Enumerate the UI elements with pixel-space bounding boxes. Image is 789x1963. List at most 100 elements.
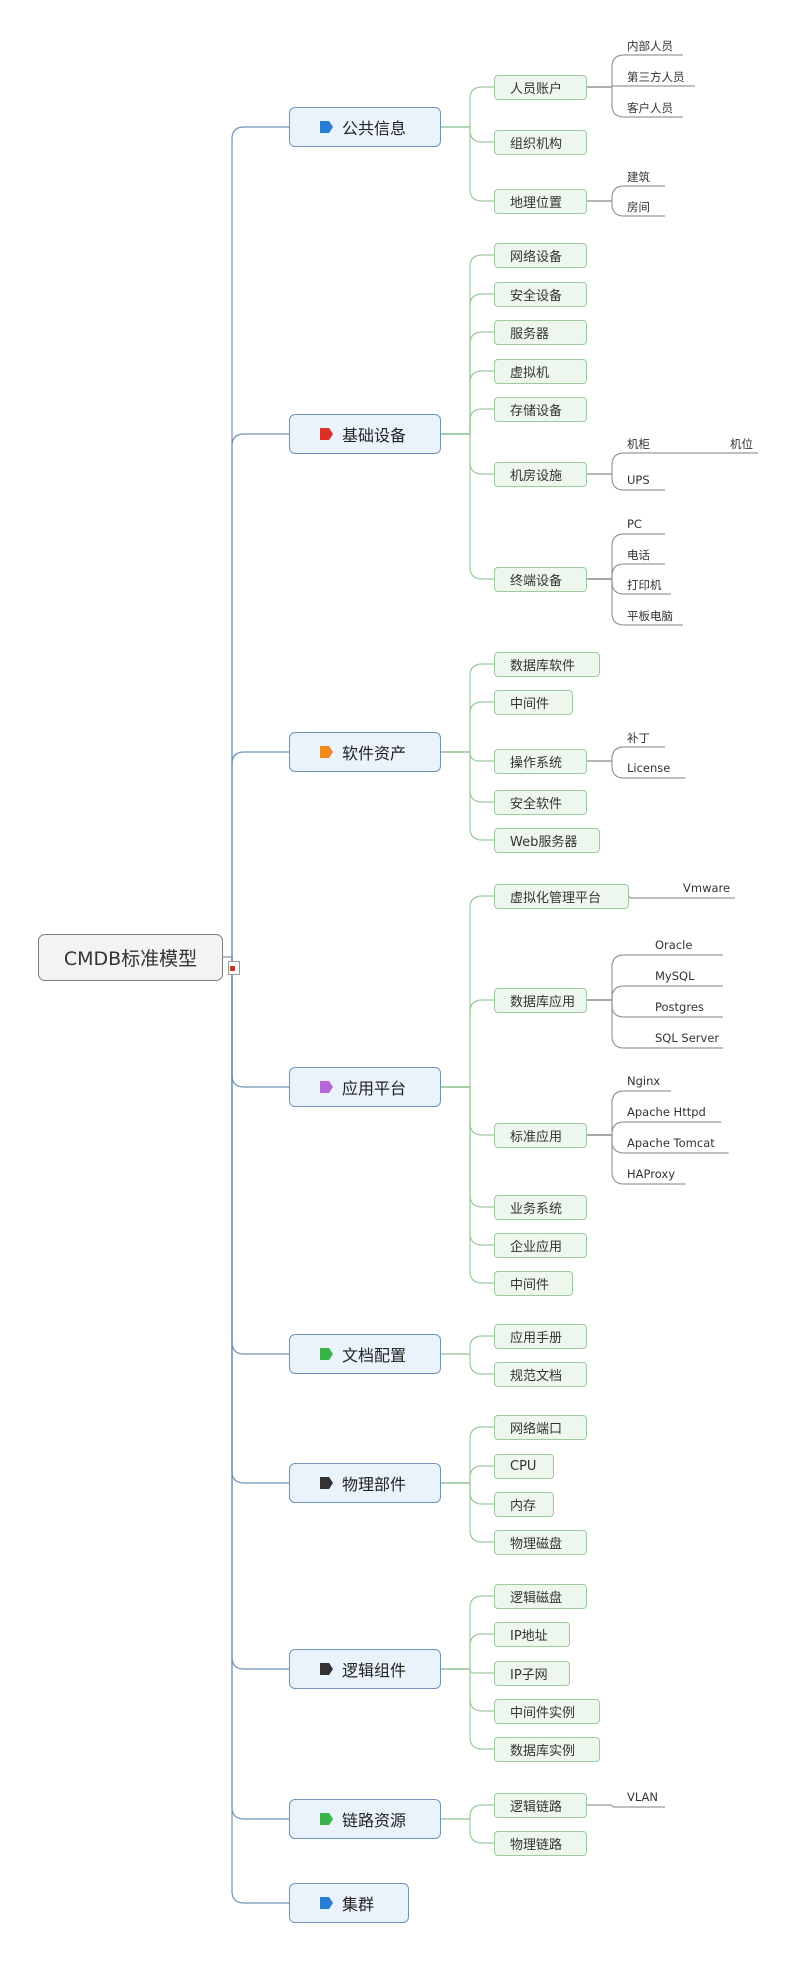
leaf-node[interactable]: 补丁 [627, 731, 650, 745]
sub-connector [469, 1335, 494, 1354]
sub-connector [469, 434, 494, 475]
sub-connector [469, 370, 494, 434]
sub-node[interactable]: 逻辑磁盘 [494, 1583, 587, 1609]
branch-node[interactable]: 逻辑组件 [289, 1649, 441, 1689]
sub-node[interactable]: 中间件实例 [494, 1698, 600, 1724]
sub-connector [469, 1804, 494, 1819]
leaf-node[interactable]: 内部人员 [627, 39, 673, 53]
flag-icon [320, 1081, 333, 1093]
leaf-node[interactable]: Postgres [655, 1000, 704, 1014]
branch-label: 应用平台 [342, 1079, 407, 1098]
leaf-node[interactable]: PC [627, 517, 642, 531]
sub-connector [469, 408, 494, 434]
leaf-node[interactable]: SQL Server [655, 1031, 720, 1045]
branch-connector [231, 126, 289, 957]
sub-node[interactable]: 中间件 [494, 1270, 573, 1296]
sub-connector [469, 701, 494, 752]
sub-node[interactable]: 业务系统 [494, 1194, 587, 1220]
sub-node[interactable]: 虚拟机 [494, 358, 587, 384]
sub-connector [469, 1465, 494, 1483]
sub-node[interactable]: 服务器 [494, 319, 587, 345]
sub-node[interactable]: IP子网 [494, 1660, 570, 1686]
leaf-node[interactable]: UPS [627, 473, 650, 487]
sub-node[interactable]: 物理磁盘 [494, 1529, 587, 1555]
leaf-node[interactable]: Nginx [627, 1074, 661, 1088]
sub-node[interactable]: 物理链路 [494, 1830, 587, 1856]
sub-node[interactable]: 虚拟化管理平台 [494, 883, 629, 909]
sub-connector [469, 1668, 494, 1674]
branch-node[interactable]: 基础设备 [289, 414, 441, 454]
sub-connector [469, 434, 494, 580]
sub-connector [469, 1669, 494, 1712]
sub-connector [469, 1426, 494, 1483]
leaf-node[interactable]: 建筑 [627, 170, 650, 184]
sub-node[interactable]: 标准应用 [494, 1122, 587, 1148]
leaf-connector [611, 579, 625, 595]
sub-node[interactable]: 网络端口 [494, 1414, 587, 1440]
leaf-node[interactable]: 机位 [730, 437, 753, 451]
branch-node[interactable]: 软件资产 [289, 732, 441, 772]
sub-node[interactable]: 规范文档 [494, 1361, 587, 1387]
leaf-node[interactable]: 机柜 [627, 437, 650, 451]
leaf-node[interactable]: MySQL [655, 969, 695, 983]
branch-connector [231, 957, 289, 1904]
leaf-node[interactable]: 平板电脑 [627, 609, 673, 623]
sub-connector [469, 751, 494, 762]
leaf-connector [611, 563, 625, 579]
branch-node[interactable]: 物理部件 [289, 1463, 441, 1503]
sub-node[interactable]: 数据库软件 [494, 651, 600, 677]
sub-node[interactable]: IP地址 [494, 1621, 570, 1647]
sub-connector [469, 1354, 494, 1375]
sub-node[interactable]: 企业应用 [494, 1232, 587, 1258]
sub-node[interactable]: 逻辑链路 [494, 1792, 587, 1818]
sub-node[interactable]: 组织机构 [494, 129, 587, 155]
leaf-node[interactable]: Apache Tomcat [627, 1136, 715, 1150]
sub-node[interactable]: 操作系统 [494, 748, 587, 774]
sub-connector [469, 86, 494, 127]
sub-node[interactable]: 终端设备 [494, 566, 587, 592]
sub-node[interactable]: 数据库实例 [494, 1736, 600, 1762]
sub-node[interactable]: 应用手册 [494, 1323, 587, 1349]
branch-node[interactable]: 应用平台 [289, 1067, 441, 1107]
sub-node[interactable]: 数据库应用 [494, 987, 587, 1013]
leaf-node[interactable]: 房间 [627, 200, 650, 214]
leaf-node[interactable]: 打印机 [627, 578, 662, 592]
leaf-connector [611, 452, 625, 474]
sub-node[interactable]: 中间件 [494, 689, 573, 715]
leaf-connector [611, 185, 625, 201]
branch-node[interactable]: 文档配置 [289, 1334, 441, 1374]
branch-connector [231, 957, 289, 1484]
sub-node[interactable]: 安全软件 [494, 789, 587, 815]
sub-node[interactable]: 安全设备 [494, 281, 587, 307]
leaf-node[interactable]: 第三方人员 [627, 70, 685, 84]
sub-node[interactable]: 人员账户 [494, 74, 587, 100]
leaf-node[interactable]: VLAN [627, 1790, 659, 1804]
sub-node[interactable]: 存储设备 [494, 396, 587, 422]
leaf-node[interactable]: Vmware [683, 881, 731, 895]
leaf-node[interactable]: 客户人员 [627, 101, 673, 115]
leaf-node[interactable]: HAProxy [627, 1167, 676, 1181]
branch-node[interactable]: 链路资源 [289, 1799, 441, 1839]
branch-node[interactable]: 公共信息 [289, 107, 441, 147]
leaf-node[interactable]: Apache Httpd [627, 1105, 706, 1119]
leaf-connector [611, 1135, 625, 1154]
note-icon[interactable] [228, 961, 240, 975]
leaf-connector [611, 761, 625, 779]
sub-node[interactable]: 网络设备 [494, 242, 587, 268]
sub-connector [469, 127, 494, 202]
sub-connector [469, 1595, 494, 1669]
sub-node[interactable]: CPU [494, 1453, 554, 1479]
sub-node[interactable]: 机房设施 [494, 461, 587, 487]
leaf-node[interactable]: 电话 [627, 548, 650, 562]
root-node[interactable]: CMDB标准模型 [38, 933, 223, 981]
branch-node[interactable]: 集群 [289, 1883, 409, 1923]
sub-node[interactable]: 地理位置 [494, 188, 587, 214]
branch-label: 链路资源 [342, 1811, 407, 1830]
sub-node[interactable]: Web服务器 [494, 827, 600, 853]
sub-node[interactable]: 内存 [494, 1491, 554, 1517]
leaf-node[interactable]: License [627, 761, 671, 775]
leaf-connector [611, 474, 625, 491]
sub-connector [469, 293, 494, 434]
flag-icon [320, 1897, 333, 1909]
leaf-node[interactable]: Oracle [655, 938, 693, 952]
